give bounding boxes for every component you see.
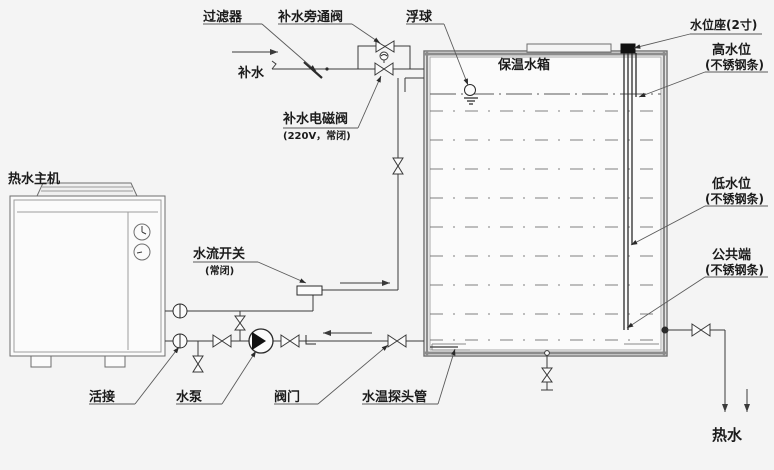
tank-bottom-drain: [541, 350, 553, 391]
outlet-gate-valve-icon: [691, 323, 711, 337]
drain-valve-left-icon: [192, 355, 204, 373]
label-common-end: 公共端: [712, 248, 752, 263]
label-makeup-bypass-valve: 补水旁通阀: [278, 10, 344, 25]
label-hot-water-main-unit: 热水主机: [8, 172, 61, 187]
label-low-level-sub: (不锈钢条): [705, 192, 764, 206]
label-filter: 过滤器: [203, 10, 243, 25]
riser-valve-icon: [392, 157, 404, 175]
label-float-ball: 浮球: [406, 10, 433, 25]
water-pump-icon: [248, 328, 274, 354]
label-hot-water-out: 热水: [712, 426, 743, 444]
gate-valve-after-pump-icon: [280, 334, 300, 348]
label-makeup-water: 补水: [238, 66, 265, 81]
check-valve-icon: [305, 335, 316, 345]
label-makeup-solenoid-valve: 补水电磁阀: [283, 112, 349, 127]
float-ball-icon: [464, 84, 476, 96]
leader-lines: [89, 23, 768, 405]
makeup-solenoid-valve-icon: [374, 51, 394, 76]
label-flow-switch-spec: (常闭): [205, 266, 235, 277]
label-pump: 水泵: [176, 390, 203, 405]
water-level-seat-icon: [620, 43, 636, 54]
drain-valve-bottom-icon: [541, 367, 553, 383]
label-temp-probe-tube: 水温探头管: [362, 390, 428, 405]
branch-valve-icon: [234, 315, 246, 331]
label-common-end-sub: (不锈钢条): [705, 263, 764, 277]
label-insulated-tank: 保温水箱: [498, 58, 551, 73]
label-valve: 阀门: [274, 390, 301, 405]
bypass-gate-valve-icon: [375, 40, 395, 53]
supply-loop-pipe: [165, 303, 424, 373]
label-makeup-solenoid-spec: (220V，常闭): [283, 131, 351, 142]
label-high-level: 高水位: [712, 43, 752, 58]
heat-pump-unit: [9, 182, 166, 368]
label-high-level-sub: (不锈钢条): [705, 58, 764, 72]
water-level-seat-assembly: [620, 43, 637, 330]
union-fitting-lower-icon: [172, 333, 188, 349]
gate-valve-before-pump-icon: [212, 334, 232, 348]
filter-icon: [303, 61, 329, 79]
label-water-level-seat: 水位座(2寸): [690, 18, 758, 32]
label-union: 活接: [89, 390, 116, 405]
tank-inlet-gate-valve-icon: [387, 334, 407, 348]
union-fitting-upper-icon: [172, 303, 188, 319]
insulated-water-tank: [404, 43, 668, 357]
label-low-level: 低水位: [712, 177, 752, 192]
flow-switch-icon: [296, 285, 323, 296]
label-flow-switch: 水流开关: [193, 247, 246, 262]
return-riser-pipe: [296, 78, 404, 311]
hot-water-outlet-line: [661, 323, 750, 412]
